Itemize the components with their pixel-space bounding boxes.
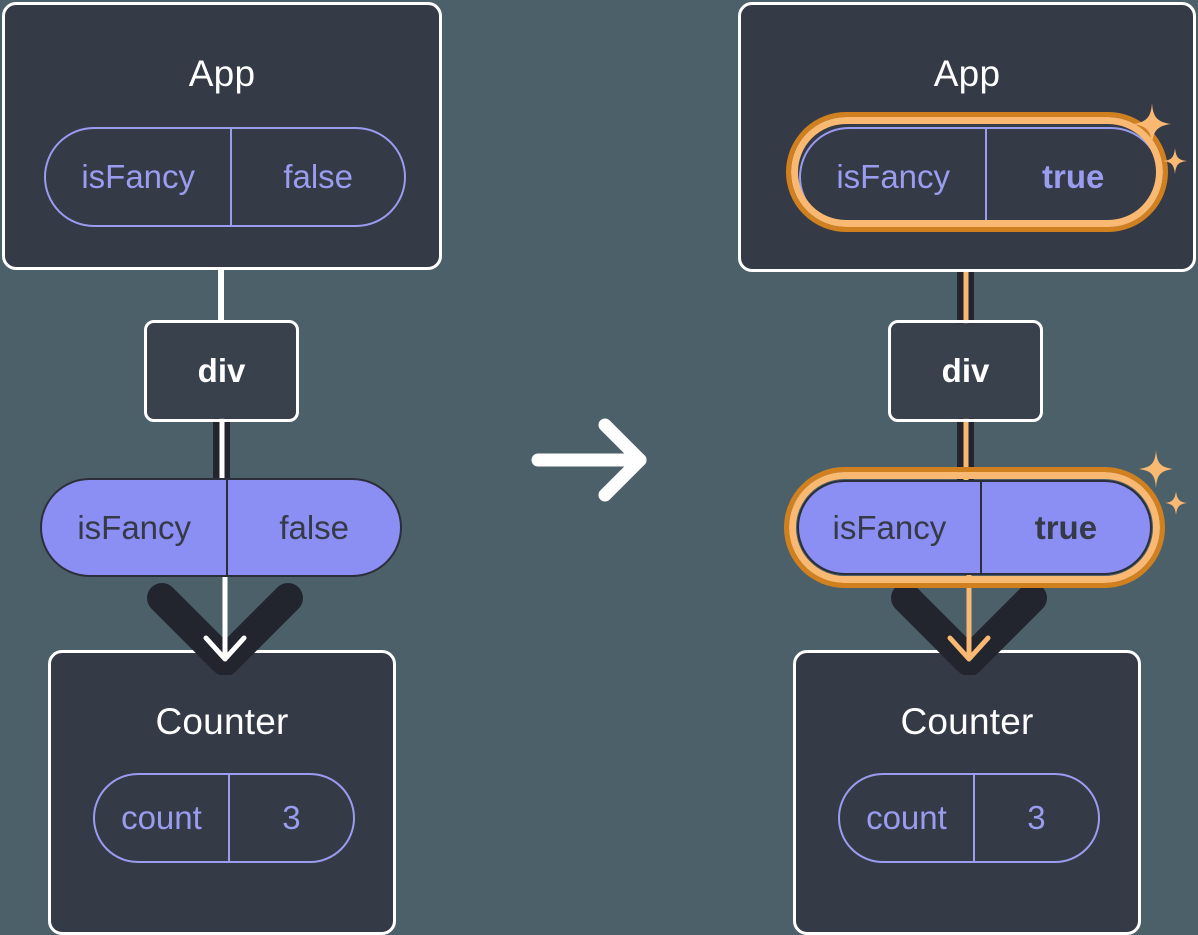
left-app-state-pill: isFancy false [44,127,406,227]
left-counter-state-pill: count 3 [93,773,355,863]
left-counter-state-key: count [121,799,202,836]
left-div-label: div [197,352,246,389]
right-app-state-key: isFancy [836,158,951,195]
right-wire-core [963,232,968,324]
right-prop-value: true [979,482,1150,573]
left-wire-core [219,418,224,490]
left-app-state-value: false [230,129,404,225]
right-wire-core-2 [963,418,968,490]
right-app-state-value: true [985,129,1159,225]
left-div-box: div [144,320,299,422]
left-prop-key: isFancy [77,508,192,546]
right-prop-key: isFancy [832,508,947,546]
left-counter-state-value: 3 [227,775,353,861]
right-prop-to-counter-arrow [891,560,1047,675]
right-counter-state-pill: count 3 [838,773,1100,863]
right-app-title: App [933,53,1001,94]
left-wire-div-to-prop [213,418,230,490]
left-app-title: App [188,53,256,94]
transition-arrow-right-icon [531,418,647,502]
right-app-state-pill: isFancy true [799,127,1161,227]
left-prop-to-counter-arrow [147,560,303,675]
right-counter-state-key: count [866,799,947,836]
left-counter-box: Counter count 3 [48,650,396,935]
left-prop-pill: isFancy false [40,478,402,577]
left-prop-value: false [226,480,400,575]
right-div-label: div [941,352,990,389]
right-counter-state-value: 3 [972,775,1098,861]
right-counter-box: Counter count 3 [793,650,1141,935]
right-prop-pill: isFancy true [797,480,1152,575]
right-app-box: App isFancy true [738,2,1196,272]
left-app-box: App isFancy false [2,2,442,270]
left-app-state-key: isFancy [81,158,196,195]
right-prop-sparkles-icon [1139,450,1187,515]
left-counter-title: Counter [155,701,289,742]
left-wire-app-to-div [218,268,224,322]
right-app-sparkles-icon [1133,103,1187,174]
right-counter-title: Counter [900,701,1034,742]
right-div-box: div [888,320,1043,422]
